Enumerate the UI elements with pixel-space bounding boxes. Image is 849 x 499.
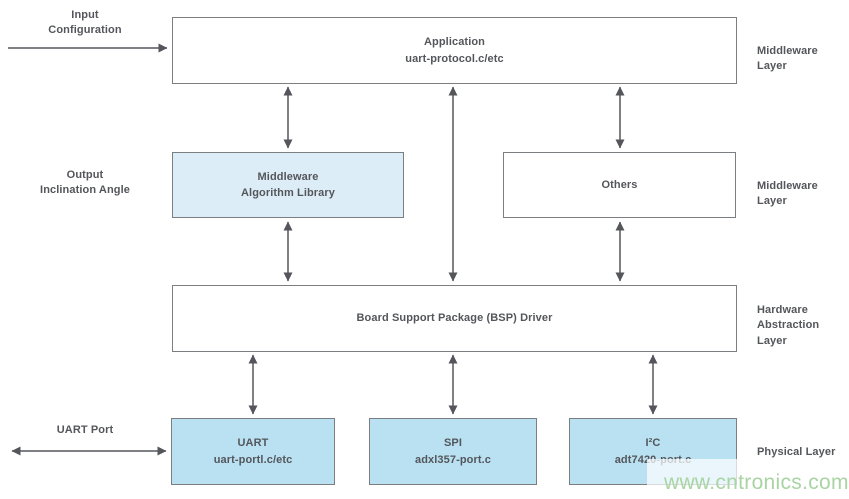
- uart-subtitle: uart-portl.c/etc: [213, 453, 293, 466]
- middleware-algorithm-library-title: Middleware Algorithm Library: [241, 170, 335, 200]
- spi-box: SPI adxl357-port.c: [369, 418, 537, 485]
- spi-title: SPI: [443, 437, 463, 449]
- watermark-backdrop: [647, 459, 739, 486]
- i2c-title: I²C: [645, 437, 661, 449]
- application-subtitle: uart-protocol.c/etc: [405, 52, 504, 65]
- uart-box: UART uart-portl.c/etc: [171, 418, 335, 485]
- hardware-abstraction-layer-label: Hardware Abstraction Layer: [757, 304, 820, 347]
- others-title: Others: [601, 178, 638, 191]
- others-box: Others: [503, 152, 736, 218]
- input-configuration-label: Input Configuration: [48, 9, 122, 37]
- uart-port-label: UART Port: [56, 424, 114, 436]
- application-title: Application: [424, 36, 485, 48]
- middleware-layer-label-2: Middleware Layer: [757, 180, 818, 208]
- uart-title: UART: [237, 437, 269, 449]
- application-box: Application uart-protocol.c/etc: [172, 17, 737, 84]
- middleware-layer-label-1: Middleware Layer: [757, 45, 818, 73]
- spi-subtitle: adxl357-port.c: [415, 453, 491, 466]
- middleware-algorithm-library-box: Middleware Algorithm Library: [172, 152, 404, 218]
- watermark-text: www.cntronics.com: [664, 471, 849, 494]
- output-inclination-angle-label: Output Inclination Angle: [40, 169, 130, 197]
- bsp-driver-title: Board Support Package (BSP) Driver: [356, 312, 553, 325]
- bsp-driver-box: Board Support Package (BSP) Driver: [172, 285, 737, 352]
- physical-layer-label: Physical Layer: [757, 446, 836, 458]
